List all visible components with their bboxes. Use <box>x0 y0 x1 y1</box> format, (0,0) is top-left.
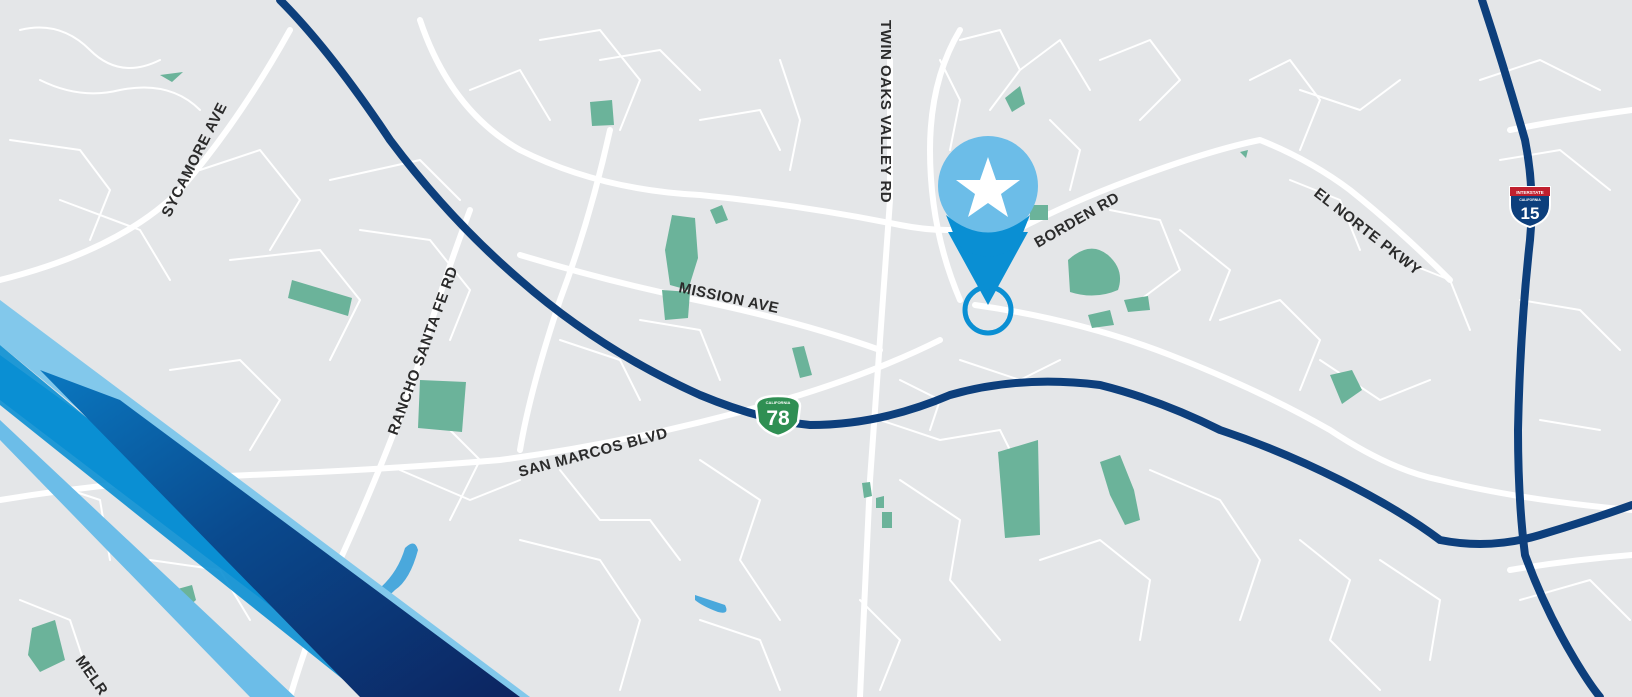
decorative-bands <box>0 300 530 697</box>
location-marker[interactable] <box>938 136 1038 336</box>
i-15-route-shield: INTERSTATE CALIFORNIA 15 <box>1509 186 1551 229</box>
ca-78-shield-number: 78 <box>766 407 790 430</box>
i-15-shield-sub: CALIFORNIA <box>1519 198 1541 202</box>
label-twin-oaks-valley-rd: TWIN OAKS VALLEY RD <box>877 20 894 203</box>
star-icon <box>956 157 1020 217</box>
freeways <box>276 0 1632 697</box>
ca-78-route-shield: CALIFORNIA 78 <box>754 394 802 438</box>
i-15-shield-top: INTERSTATE <box>1516 190 1544 195</box>
parks <box>28 72 1362 672</box>
ca-78-shield-top: CALIFORNIA <box>766 400 791 405</box>
i-15-shield-number: 15 <box>1521 204 1540 223</box>
